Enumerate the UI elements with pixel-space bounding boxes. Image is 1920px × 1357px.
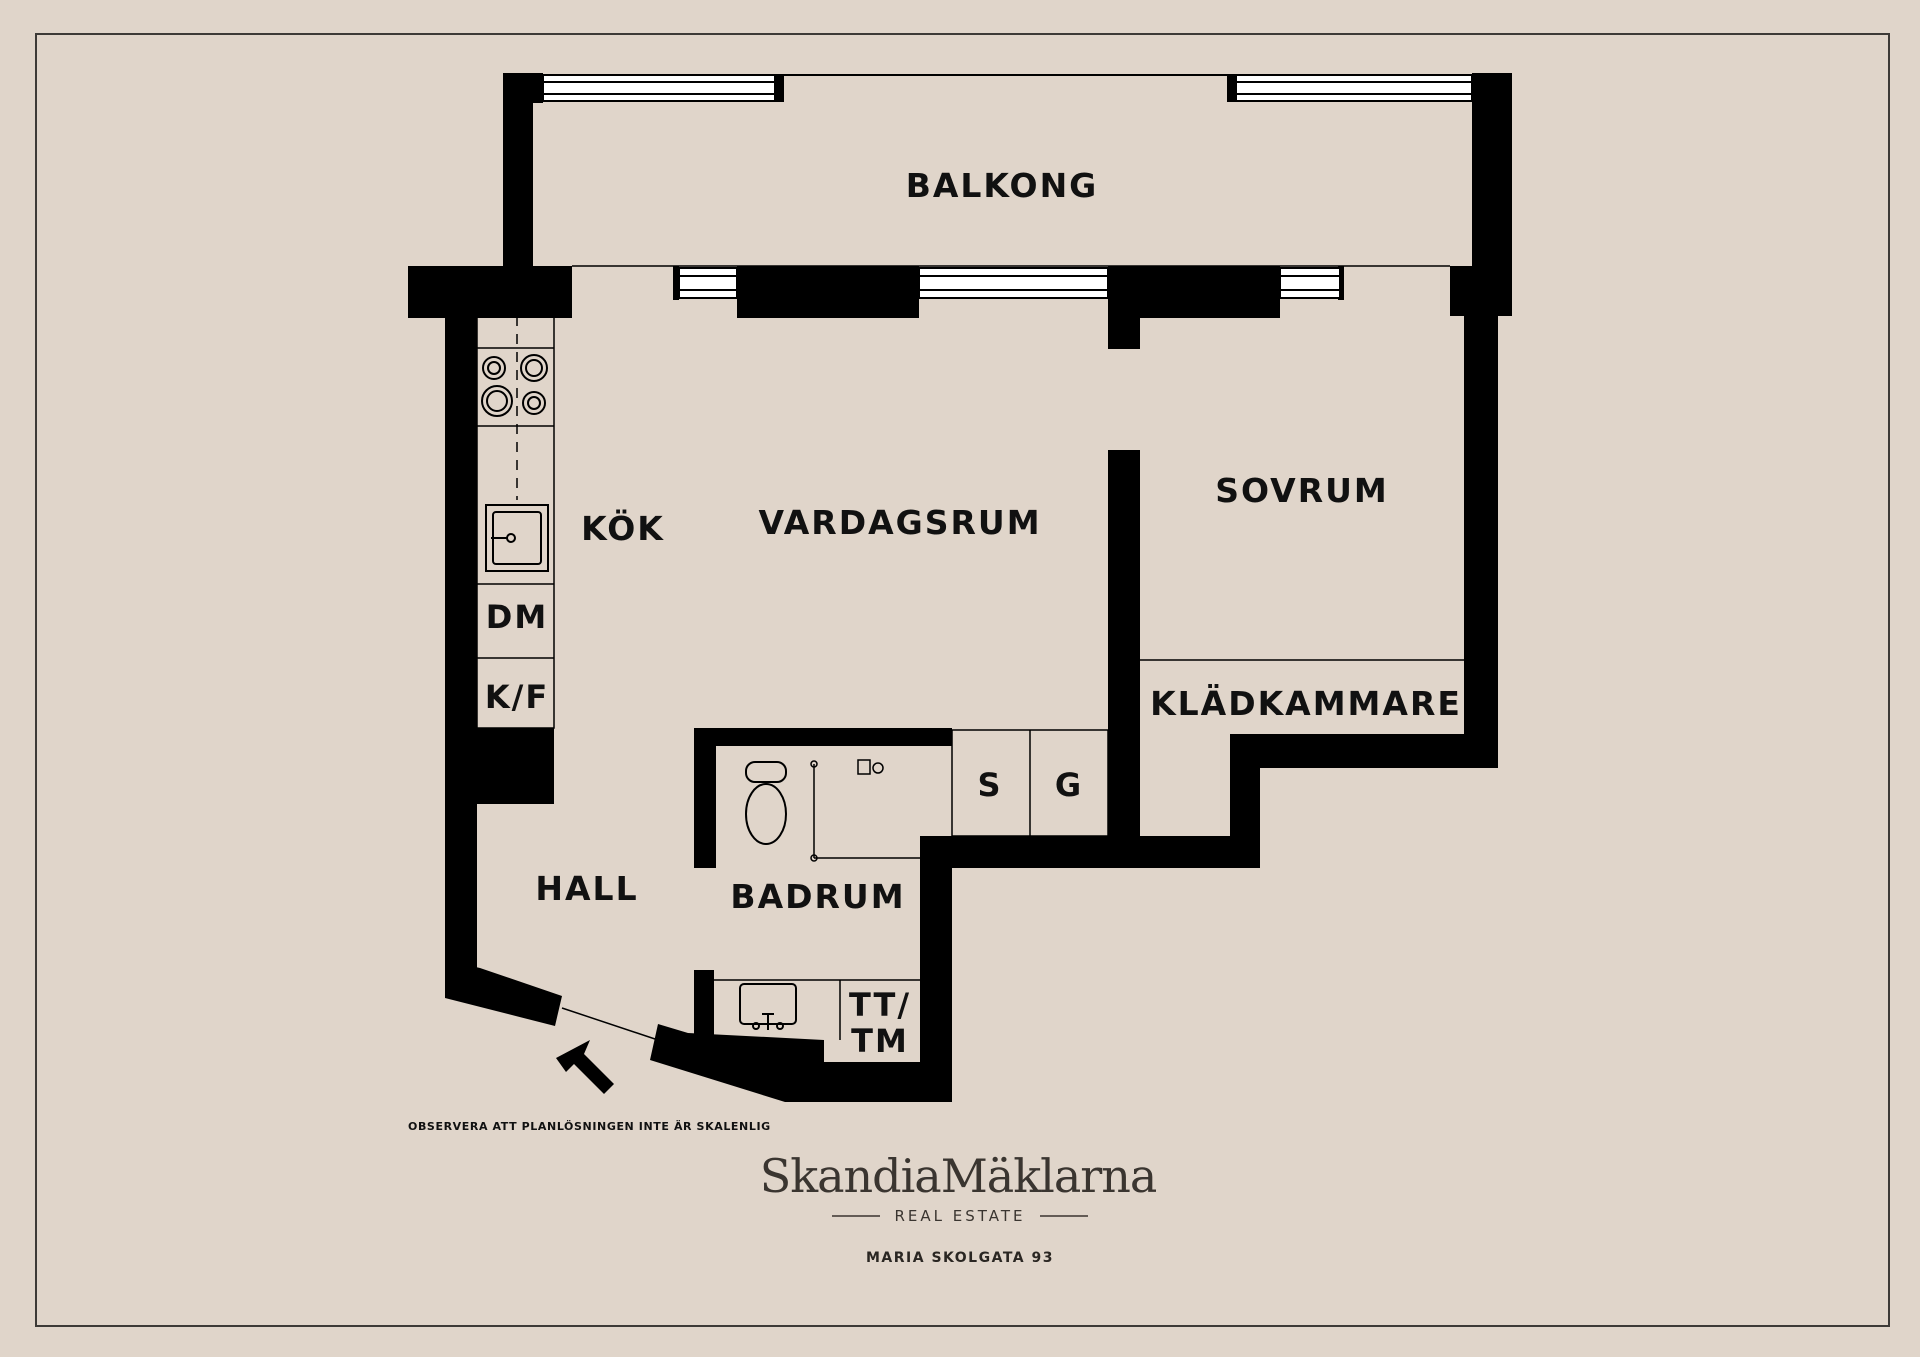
kitchen-counter xyxy=(476,315,555,729)
brand-name: SkandiaMäklarna xyxy=(760,1149,1157,1203)
label-storage-s: S xyxy=(977,766,1002,804)
property-address: MARIA SKOLGATA 93 xyxy=(866,1250,1054,1266)
room-label-badrum: BADRUM xyxy=(730,877,905,916)
entrance-door xyxy=(561,1007,659,1041)
shower-icon xyxy=(810,759,920,862)
label-washer-dryer-1: TT/ xyxy=(849,986,911,1024)
brand-tagline: REAL ESTATE xyxy=(894,1207,1025,1225)
balcony-window-left xyxy=(542,74,784,102)
label-storage-g: G xyxy=(1055,766,1083,804)
entrance-arrow-icon xyxy=(556,1040,614,1094)
stove-icon xyxy=(481,354,548,417)
room-label-kok: KÖK xyxy=(581,508,665,548)
bathroom-sink-icon xyxy=(739,983,797,1030)
room-label-vardagsrum: VARDAGSRUM xyxy=(758,503,1041,542)
label-fridge-freezer: K/F xyxy=(485,678,549,716)
page-frame xyxy=(35,33,1890,1327)
kitchen-sink-icon xyxy=(485,504,549,572)
room-label-kladkammare: KLÄDKAMMARE xyxy=(1150,683,1462,723)
room-label-sovrum: SOVRUM xyxy=(1215,471,1389,510)
living-room-windows xyxy=(678,267,1341,299)
label-washer-dryer-2: TM xyxy=(851,1022,909,1060)
label-dishwasher: DM xyxy=(486,598,548,636)
toilet-icon xyxy=(745,761,787,845)
room-label-balkong: BALKONG xyxy=(906,166,1099,205)
balcony-window-right xyxy=(1227,74,1473,102)
storage-closets xyxy=(951,729,1109,837)
walls xyxy=(408,73,1512,1102)
room-label-hall: HALL xyxy=(535,869,638,908)
scale-note: OBSERVERA ATT PLANLÖSNINGEN INTE ÄR SKAL… xyxy=(408,1119,771,1133)
